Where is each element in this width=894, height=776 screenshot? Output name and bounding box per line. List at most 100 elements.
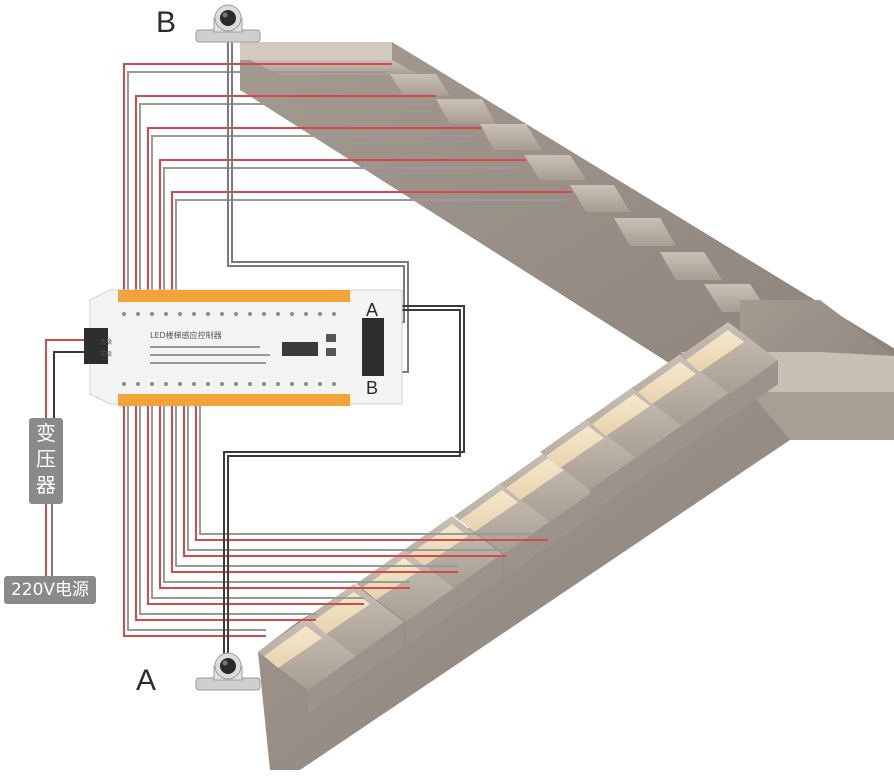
stair-tread [540,418,638,490]
wire-grey-lower-7 [199,406,548,535]
terminal-screw [150,312,154,316]
transformer-box: 变 压 器 [29,418,63,504]
terminal-screw [276,312,280,316]
power-source-box: 220V电源 [4,576,96,604]
stair-riser [454,554,502,612]
wire-red-lower-2 [135,406,316,621]
wire-red-upper-2 [135,95,436,290]
terminal-screw [192,382,196,386]
wire-red-lower-7 [195,406,548,541]
wire-grey-upper-2 [139,103,430,290]
stair-tread [306,584,404,656]
wire-red-upper-4 [159,159,526,290]
stair-tread [586,386,684,458]
sensor-b-label: B [156,6,177,39]
led-strip-glow [546,426,604,468]
terminal-screw [332,312,336,316]
terminal-screw [136,312,140,316]
terminal-screw [262,382,266,386]
stair-riser [730,360,778,418]
wire-power-dark [53,351,84,418]
led-stair-controller: LED楼梯感应控制器 负极 正极 [84,289,403,406]
power-terminal [84,328,108,364]
terminal-screw [234,312,238,316]
pir-sensor-icon [220,658,236,674]
wire-grey-upper-1 [127,71,386,290]
wire-red-lower-1 [123,406,266,637]
terminal-screw [234,382,238,386]
terminal-screw [206,382,210,386]
terminal-screw [164,312,168,316]
terminal-screw [318,312,322,316]
led-strip-glow [264,626,322,668]
port-a-label: A [366,300,379,320]
terminal-screw [164,382,168,386]
terminal-screw [178,312,182,316]
power-terminal-label-negative: 负极 [100,338,112,346]
terminal-screw [248,382,252,386]
stair-riser [550,488,598,546]
led-strip-glow [362,558,420,600]
sensor-a [195,652,261,691]
terminal-screw [318,382,322,386]
terminal-screw [276,382,280,386]
wire-grey-upper-4 [163,167,520,290]
terminal-screw [178,382,182,386]
terminal-screw [150,382,154,386]
top-terminal-strip [118,290,350,302]
stair-tread [500,450,598,522]
led-strip-glow [686,330,744,372]
wire-red-lower-3 [147,406,364,605]
terminal-screw [220,312,224,316]
stair-riser [636,424,684,482]
wire-red-upper-5 [171,191,572,290]
wire-grey-lower-5 [175,406,458,567]
wire-grey-upper-3 [151,135,476,290]
bottom-terminal-strip [118,394,350,406]
button-icon [326,348,336,356]
wire-red-lower-5 [171,406,458,573]
wire-red-lower-6 [183,406,506,557]
terminal-screw [136,382,140,386]
wire-red-lower-4 [159,406,410,589]
lower-steps [258,322,778,714]
wire-grey-upper-5 [175,199,566,290]
wire-grey-lower-1 [127,406,266,631]
led-strip-glow [460,490,518,532]
stair-riser [682,392,730,450]
power-terminal-label-positive: 正极 [100,350,112,358]
led-strip-glow [506,458,564,500]
terminal-screw [192,312,196,316]
port-b-label: B [366,378,379,398]
button-icon [326,334,336,342]
wire-grey-lower-4 [163,406,410,583]
transformer-char-2: 压 [36,447,56,471]
wire-red-upper-3 [147,127,482,290]
wiring [45,42,572,660]
stair-riser [406,588,454,646]
wire-sensor-a-2 [227,309,461,660]
terminal-screw [262,312,266,316]
terminal-screw [248,312,252,316]
stair-tread [258,618,356,690]
terminal-dots [122,312,336,386]
controller-spec-lines [150,346,270,364]
stair-riser [308,656,356,714]
stair-tread [680,322,778,394]
terminal-screw [290,382,294,386]
stair-riser [590,456,638,514]
wire-grey-lower-2 [139,406,316,615]
terminal-screw [220,382,224,386]
wire-sensor-a-1 [223,305,465,660]
lower-stair-flight [258,380,790,770]
sensor-b [195,4,261,43]
stair-tread [454,482,552,554]
led-strip-glow [592,394,650,436]
wire-red-upper-1 [123,63,392,290]
terminal-screw [290,312,294,316]
terminal-screw [332,382,336,386]
digital-display-icon [282,342,318,356]
stair-tread [632,354,730,426]
stair-riser [356,622,404,680]
